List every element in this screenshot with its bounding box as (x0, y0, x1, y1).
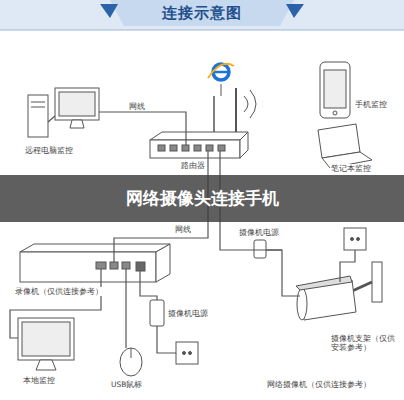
pc-detail (31, 102, 45, 103)
router-port (194, 145, 201, 151)
router-port (158, 145, 165, 151)
device-label: 远程电脑监控 (24, 146, 74, 155)
router-port (170, 145, 177, 151)
device-label: 网线 (174, 225, 192, 234)
adapter-cable (266, 249, 282, 250)
nvr-power-port (136, 262, 145, 271)
router-top (150, 132, 248, 140)
pc-cable (48, 116, 55, 122)
device-label: USB鼠标 (110, 380, 143, 389)
phone-screen (324, 70, 346, 108)
router-port (218, 145, 225, 151)
ie-bar (214, 71, 228, 74)
pc-stand (70, 120, 84, 128)
power-cable (140, 271, 157, 300)
device-label: 摄像机电源 (238, 228, 280, 237)
outlet-hole (351, 238, 354, 241)
internet-icon (208, 64, 234, 96)
camera-outlet (344, 228, 366, 250)
pc-detail (31, 107, 45, 108)
device-label: 摄像机支架（仅供安装参考） (330, 334, 400, 352)
phone-body (320, 62, 350, 118)
device-label: 笔记本监控 (330, 164, 372, 173)
router-antenna (235, 88, 237, 132)
usb-mouse (120, 348, 142, 376)
wall-outlet (176, 342, 198, 364)
ie-ring (213, 64, 229, 80)
nvr-port (96, 262, 106, 269)
outlet-hole (183, 352, 186, 355)
overlay-caption: 网络摄像头连接手机 (0, 187, 404, 210)
router-antenna (213, 96, 215, 132)
local-screen (22, 322, 70, 356)
cables (10, 112, 355, 353)
mouse-cable (125, 269, 126, 348)
outlet-hole (357, 238, 360, 241)
bracket-plate (372, 262, 382, 302)
nvr-port (110, 262, 118, 269)
phone-button (333, 111, 337, 115)
lan-cable (99, 112, 186, 145)
nvr-port (122, 262, 130, 269)
device-label: 录像机（仅供连接参考） (14, 287, 104, 296)
pc-monitor (55, 88, 99, 120)
camera-cable (220, 151, 300, 296)
pc-screen (59, 92, 95, 116)
device-label: 手机监控 (354, 100, 388, 109)
power-adapter (150, 300, 164, 326)
device-label: 路由器 (180, 161, 206, 170)
local-stand (36, 360, 56, 370)
router-side (240, 132, 248, 158)
pc-tower (28, 95, 48, 137)
device-label: 网络摄像机（仅供连接参考） (266, 380, 372, 389)
mouse-detail (131, 348, 132, 358)
ie-orbit (208, 64, 234, 78)
nvr-side (156, 244, 170, 282)
camera-hood (296, 276, 352, 290)
local-monitor (18, 318, 74, 360)
title-banner (0, 0, 404, 30)
camera-adapter (254, 240, 266, 258)
plug-cable (157, 326, 176, 353)
vga-cable (10, 269, 101, 338)
banner-rule (0, 30, 404, 31)
outlet-hole (189, 352, 192, 355)
device-label: 摄像机电源 (167, 309, 209, 318)
nvr-body (20, 252, 156, 282)
device-label: 本地监控 (22, 376, 56, 385)
camera-lens (297, 288, 307, 320)
router-port (182, 145, 189, 151)
nvr-top (20, 244, 170, 252)
diagram-title: 连接示意图 (0, 4, 404, 23)
device-label: 网线 (128, 102, 146, 111)
wifi-waves (244, 90, 256, 118)
ie-link (221, 84, 222, 96)
router-port (206, 145, 213, 151)
router-body (150, 140, 240, 158)
camera-power-cable (340, 250, 355, 282)
